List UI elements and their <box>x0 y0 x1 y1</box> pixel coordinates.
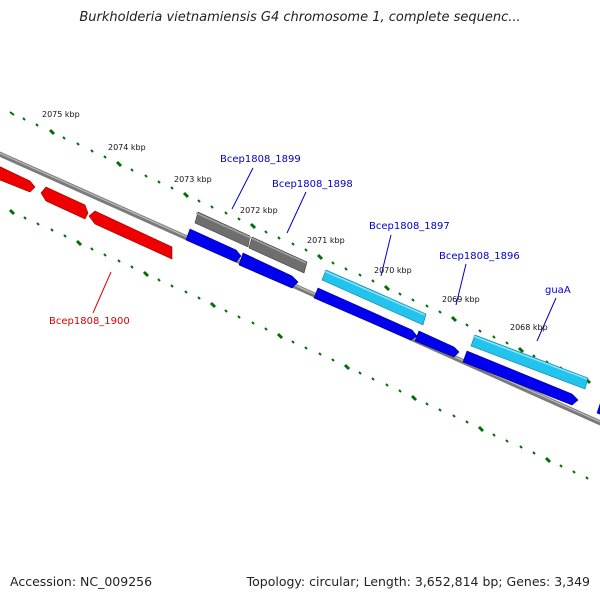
feature-grey-2[interactable] <box>248 236 308 274</box>
tick-label: 2074 kbp <box>108 143 146 152</box>
gene-label-bcep1808-1900[interactable]: Bcep1808_1900 <box>49 316 130 327</box>
gene-labels: Bcep1808_1900 Bcep1808_1899 Bcep1808_189… <box>49 154 571 327</box>
gene-label-bcep1808-1898[interactable]: Bcep1808_1898 <box>272 179 353 190</box>
tick-track-lower <box>8 208 589 480</box>
gene-label-bcep1808-1897[interactable]: Bcep1808_1897 <box>369 221 450 232</box>
tick-label: 2075 kbp <box>42 110 80 119</box>
gene-arrow-blue-4[interactable] <box>414 330 460 358</box>
feature-grey-1[interactable] <box>194 211 251 248</box>
pseudo-features <box>194 211 308 274</box>
tick-labels: 2075 kbp 2074 kbp 2073 kbp 2072 kbp 2071… <box>42 110 548 332</box>
forward-genes <box>185 228 600 419</box>
feature-cyan-2[interactable] <box>470 334 589 390</box>
label-leaders <box>92 167 557 342</box>
gene-arrow-blue-5[interactable] <box>462 350 579 406</box>
accession-text: Accession: NC_009256 <box>10 574 153 589</box>
gene-arrow-red-3[interactable] <box>88 210 173 260</box>
cds-features <box>321 269 589 390</box>
tick-label: 2072 kbp <box>240 206 278 215</box>
genome-stats-text: Topology: circular; Length: 3,652,814 bp… <box>246 574 590 589</box>
gene-label-guaa[interactable]: guaA <box>545 285 571 296</box>
tick-label: 2069 kbp <box>442 295 480 304</box>
tick-label: 2071 kbp <box>307 236 345 245</box>
tick-label: 2073 kbp <box>174 175 212 184</box>
gene-arrow-blue-2[interactable] <box>238 252 299 289</box>
feature-cyan-1[interactable] <box>321 269 427 326</box>
tick-track-upper <box>9 111 592 385</box>
tick-label: 2070 kbp <box>374 266 412 275</box>
gene-label-bcep1808-1899[interactable]: Bcep1808_1899 <box>220 154 301 165</box>
gene-arrow-red-1[interactable] <box>0 162 36 193</box>
gene-arrow-red-2[interactable] <box>40 186 89 220</box>
backbone <box>0 151 600 426</box>
reverse-genes <box>0 162 173 260</box>
gene-label-bcep1808-1896[interactable]: Bcep1808_1896 <box>439 251 520 262</box>
gene-arrow-blue-3[interactable] <box>313 287 418 341</box>
map-title: Burkholderia vietnamiensis G4 chromosome… <box>79 10 521 25</box>
gene-arrow-blue-6[interactable] <box>596 403 600 419</box>
tick-label: 2068 kbp <box>510 323 548 332</box>
gene-arrow-blue-1[interactable] <box>185 228 242 263</box>
